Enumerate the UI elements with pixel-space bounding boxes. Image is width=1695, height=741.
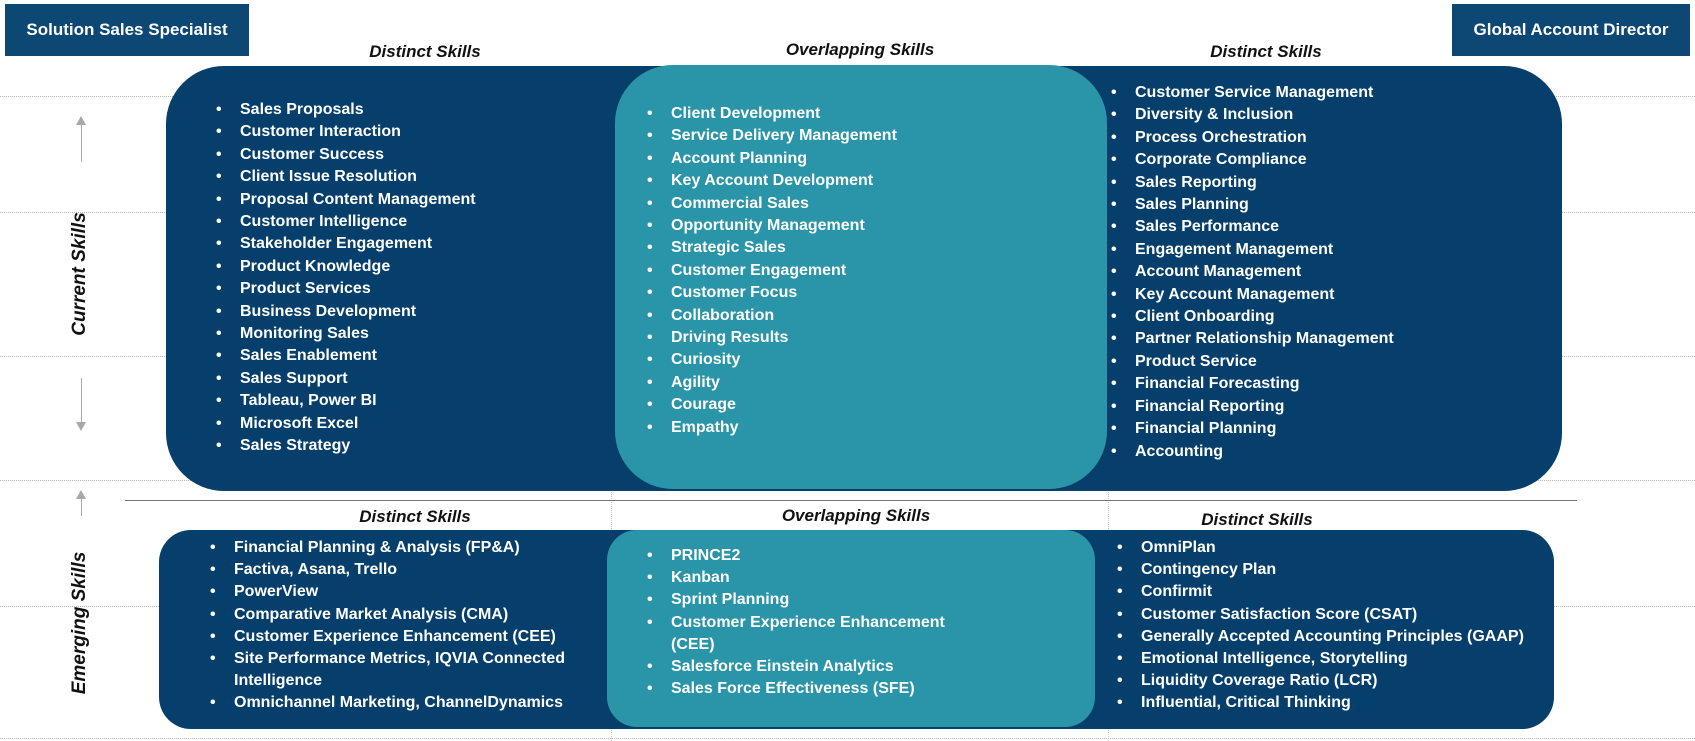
skill-item: Sales Strategy bbox=[216, 435, 476, 458]
skill-item: Kanban bbox=[647, 567, 961, 589]
skill-item: Key Account Development bbox=[647, 170, 897, 193]
skill-item: Driving Results bbox=[647, 327, 897, 350]
skill-item: Customer Interaction bbox=[216, 121, 476, 144]
grid-line bbox=[0, 738, 1695, 739]
skill-item: Service Delivery Management bbox=[647, 125, 897, 148]
current-left-skills-list: Sales ProposalsCustomer InteractionCusto… bbox=[212, 99, 476, 458]
arrow-line bbox=[81, 498, 82, 516]
skill-item: Process Orchestration bbox=[1111, 127, 1394, 150]
skill-item: Customer Satisfaction Score (CSAT) bbox=[1117, 604, 1524, 626]
skill-item: Microsoft Excel bbox=[216, 413, 476, 436]
skill-item: Sales Support bbox=[216, 368, 476, 391]
skill-item: Business Development bbox=[216, 301, 476, 324]
current-overlap-skills-list: Client DevelopmentService Delivery Manag… bbox=[643, 103, 897, 440]
emerging-right-skills-list: OmniPlanContingency PlanConfirmitCustome… bbox=[1113, 537, 1524, 715]
skill-item: Factiva, Asana, Trello bbox=[210, 559, 614, 581]
skill-item: Generally Accepted Accounting Principles… bbox=[1117, 626, 1524, 648]
skill-item: Financial Reporting bbox=[1111, 396, 1394, 419]
arrow-line bbox=[81, 124, 82, 162]
skill-item: Product Service bbox=[1111, 351, 1394, 374]
emerging-overlap-skills-list: PRINCE2KanbanSprint PlanningCustomer Exp… bbox=[643, 545, 961, 701]
current-right-heading: Distinct Skills bbox=[1210, 42, 1322, 61]
skill-item: Financial Planning & Analysis (FP&A) bbox=[210, 537, 614, 559]
emerging-left-skills-list: Financial Planning & Analysis (FP&A)Fact… bbox=[206, 537, 614, 715]
skill-item: Customer Engagement bbox=[647, 260, 897, 283]
skill-item: Sprint Planning bbox=[647, 589, 961, 611]
arrow-line bbox=[81, 378, 82, 424]
skill-item: Site Performance Metrics, IQVIA Connecte… bbox=[210, 648, 614, 692]
arrow-down-icon bbox=[76, 422, 86, 431]
arrow-up-icon bbox=[76, 490, 86, 499]
skill-item: Contingency Plan bbox=[1117, 559, 1524, 581]
skill-item: Emotional Intelligence, Storytelling bbox=[1117, 648, 1524, 670]
section-divider bbox=[125, 500, 1577, 501]
skill-item: Product Knowledge bbox=[216, 256, 476, 279]
skill-item: Client Onboarding bbox=[1111, 306, 1394, 329]
skill-item: Product Services bbox=[216, 278, 476, 301]
skill-item: Financial Planning bbox=[1111, 418, 1394, 441]
skill-item: Confirmit bbox=[1117, 581, 1524, 603]
skill-item: Key Account Management bbox=[1111, 284, 1394, 307]
skill-item: Engagement Management bbox=[1111, 239, 1394, 262]
skill-item: Client Issue Resolution bbox=[216, 166, 476, 189]
emerging-skills-label: Emerging Skills bbox=[69, 551, 90, 695]
skill-item: Customer Success bbox=[216, 144, 476, 167]
skill-item: Sales Reporting bbox=[1111, 172, 1394, 195]
current-overlap-heading: Overlapping Skills bbox=[785, 40, 935, 59]
skill-item: Customer Experience Enhancement (CEE) bbox=[647, 612, 961, 656]
skill-item: Sales Force Effectiveness (SFE) bbox=[647, 678, 961, 700]
skill-item: Partner Relationship Management bbox=[1111, 328, 1394, 351]
emerging-overlap-heading: Overlapping Skills bbox=[781, 506, 931, 525]
skill-item: Account Planning bbox=[647, 148, 897, 171]
skill-item: Accounting bbox=[1111, 441, 1394, 464]
skill-item: Agility bbox=[647, 372, 897, 395]
skill-item: Empathy bbox=[647, 417, 897, 440]
current-skills-label: Current Skills bbox=[69, 212, 90, 336]
skill-item: Influential, Critical Thinking bbox=[1117, 692, 1524, 714]
skill-item: Corporate Compliance bbox=[1111, 149, 1394, 172]
skill-item: Customer Focus bbox=[647, 282, 897, 305]
skill-item: Commercial Sales bbox=[647, 193, 897, 216]
skill-item: Collaboration bbox=[647, 305, 897, 328]
skill-item: Sales Performance bbox=[1111, 216, 1394, 239]
skill-item: Comparative Market Analysis (CMA) bbox=[210, 604, 614, 626]
skill-item: Monitoring Sales bbox=[216, 323, 476, 346]
skill-item: Sales Proposals bbox=[216, 99, 476, 122]
emerging-left-heading: Distinct Skills bbox=[359, 507, 471, 526]
skill-item: Courage bbox=[647, 394, 897, 417]
current-left-heading: Distinct Skills bbox=[369, 42, 481, 61]
skill-item: Proposal Content Management bbox=[216, 189, 476, 212]
skill-item: Sales Enablement bbox=[216, 345, 476, 368]
skill-item: Tableau, Power BI bbox=[216, 390, 476, 413]
skill-item: Client Development bbox=[647, 103, 897, 126]
arrow-up-icon bbox=[76, 116, 86, 125]
skill-item: Account Management bbox=[1111, 261, 1394, 284]
skill-item: Diversity & Inclusion bbox=[1111, 104, 1394, 127]
skill-item: PRINCE2 bbox=[647, 545, 961, 567]
emerging-right-heading: Distinct Skills bbox=[1201, 510, 1313, 529]
current-right-skills-list: Customer Service ManagementDiversity & I… bbox=[1107, 82, 1394, 463]
skill-item: Sales Planning bbox=[1111, 194, 1394, 217]
skill-item: Strategic Sales bbox=[647, 237, 897, 260]
skill-item: Opportunity Management bbox=[647, 215, 897, 238]
skill-item: Customer Intelligence bbox=[216, 211, 476, 234]
skill-item: Customer Service Management bbox=[1111, 82, 1394, 105]
skill-item: Financial Forecasting bbox=[1111, 373, 1394, 396]
skill-item: PowerView bbox=[210, 581, 614, 603]
skill-item: Curiosity bbox=[647, 349, 897, 372]
role-solution-sales-specialist: Solution Sales Specialist bbox=[5, 4, 249, 56]
skill-item: Liquidity Coverage Ratio (LCR) bbox=[1117, 670, 1524, 692]
role-global-account-director: Global Account Director bbox=[1452, 4, 1690, 56]
skill-item: Stakeholder Engagement bbox=[216, 233, 476, 256]
skill-item: Salesforce Einstein Analytics bbox=[647, 656, 961, 678]
skill-item: OmniPlan bbox=[1117, 537, 1524, 559]
skill-item: Omnichannel Marketing, ChannelDynamics bbox=[210, 692, 614, 714]
skill-item: Customer Experience Enhancement (CEE) bbox=[210, 626, 614, 648]
